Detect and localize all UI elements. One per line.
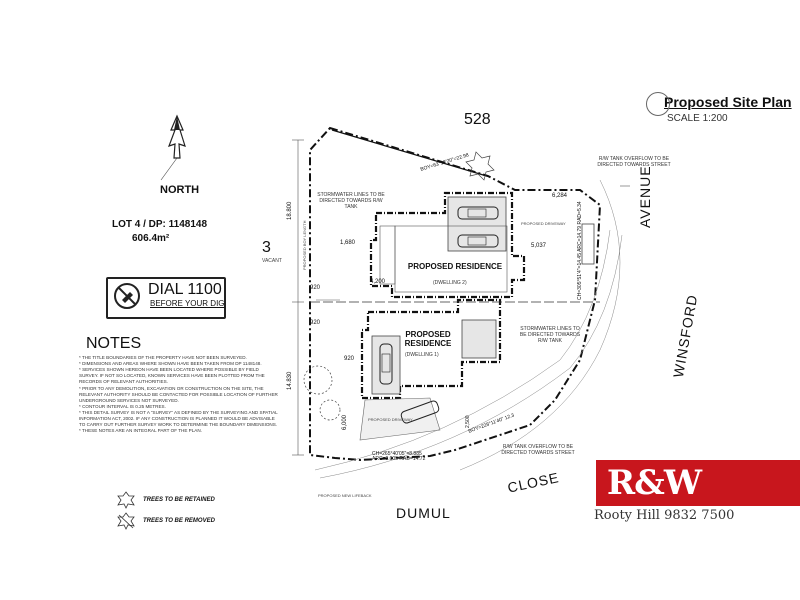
arc-bottom: CH=265°40'05"=8.885 ARC=9.005 RAD=14.72	[372, 451, 426, 462]
proposed-driveway-label-2: PROPOSED DRIVEWAY	[368, 417, 413, 422]
dim-920-c: 920	[344, 356, 355, 362]
overflow-note-bottom: R/W TANK OVERFLOW TO BE DIRECTED TOWARDS…	[501, 444, 575, 456]
car-icon	[457, 234, 499, 248]
title-circle-icon	[646, 92, 670, 116]
dimension-lines	[292, 139, 630, 456]
no-dig-icon	[114, 283, 140, 309]
legend-removed: TREES TO BE REMOVED	[143, 518, 215, 524]
neighbour-lot-3: 3	[262, 239, 271, 256]
note-item: * DIMENSIONS AND AREAS WHERE SHOWN HAVE …	[79, 361, 262, 367]
side-dim-top: 18.800	[287, 201, 293, 220]
dwelling-2-label: PROPOSED RESIDENCE	[407, 262, 503, 271]
stormwater-note-mid: STORMWATER LINES TO BE DIRECTED TOWARDS …	[519, 326, 581, 344]
dim-6000: 6,000	[342, 414, 348, 430]
proposed-lifeback-label: PROPOSED NEW LIFEBACK	[318, 493, 372, 498]
notes-heading: NOTES	[86, 335, 142, 352]
note-item: * THESE NOTES ARE AN INTEGRAL PART OF TH…	[79, 428, 202, 434]
scale-label: SCALE 1:200	[667, 113, 728, 124]
dim-1680: 1,680	[340, 240, 356, 246]
dwelling-2-sub: (DWELLING 2)	[433, 280, 467, 286]
dim-5037: 5,037	[531, 243, 547, 249]
lot-area: 606.4m²	[132, 233, 170, 244]
lot-label: LOT 4 / DP: 1148148	[112, 219, 208, 230]
side-dim-bottom: 14.830	[287, 371, 293, 390]
legend-retained: TREES TO BE RETAINED	[143, 497, 215, 503]
property-boundary	[309, 126, 602, 462]
trees	[303, 151, 495, 421]
proposed-driveway-label: PROPOSED DRIVEWAY	[521, 221, 566, 226]
street-avenue: AVENUE	[637, 165, 653, 228]
tree-removed-icon	[117, 512, 135, 530]
street-dumul: DUMUL	[396, 505, 451, 521]
dwelling-2-outline	[369, 191, 526, 299]
overflow-note-top: R/W TANK OVERFLOW TO BE DIRECTED TOWARDS…	[597, 156, 671, 168]
car-icon	[379, 343, 393, 385]
note-item: * CONTOUR INTERVAL IS 0.25 METRES.	[79, 403, 166, 409]
dim-2500: 2,500	[465, 415, 471, 428]
logo-text: R&W	[606, 463, 702, 503]
note-item: * SERVICES SHOWN HEREON HAVE BEEN LOCATE…	[79, 367, 265, 385]
boy-length-label: PROPOSED BOY LENGTH	[302, 220, 307, 271]
north-label: NORTH	[160, 184, 200, 196]
dim-920-a: 920	[310, 285, 321, 291]
page-title: Proposed Site Plan	[664, 94, 792, 110]
title-block: Proposed Site Plan	[646, 92, 792, 116]
car-icon	[457, 206, 499, 220]
note-item: * PRIOR TO ANY DEMOLITION, EXCAVATION OR…	[79, 385, 278, 403]
dwelling-1-label: PROPOSED RESIDENCE	[404, 330, 452, 348]
dial-subtext: BEFORE YOUR DIG	[150, 299, 225, 308]
north-arrow-icon	[160, 114, 186, 181]
tree-retained-icon	[117, 491, 135, 509]
neighbour-lot-3-sub: VACANT	[262, 258, 282, 264]
dial-before-you-dig-box	[106, 277, 226, 319]
dim-4200: 4,200	[370, 279, 386, 285]
brand-contact: Rooty Hill 9832 7500	[594, 508, 735, 523]
contours	[314, 179, 623, 479]
note-item: * THE TITLE BOUNDARIES OF THE PROPERTY H…	[79, 355, 247, 360]
dwelling-1-sub: (DWELLING 1)	[405, 352, 439, 358]
neighbour-lot-528: 528	[464, 111, 491, 128]
car-icon	[400, 400, 440, 424]
arc-right: CH=305°51'4"=14.45 ARC=14.79 RAD=5.34	[577, 201, 583, 300]
note-item: * THIS DETAIL SURVEY IS NOT A "SURVEY" A…	[79, 409, 278, 427]
notes-list: * THE TITLE BOUNDARIES OF THE PROPERTY H…	[79, 355, 279, 434]
stormwater-note-top: STORMWATER LINES TO BE DIRECTED TOWARDS …	[317, 192, 385, 210]
dial-number: DIAL 1100	[148, 281, 222, 298]
dim-920-b: 920	[310, 320, 321, 326]
dwelling-1-outline	[360, 298, 502, 400]
dim-6284: 6,284	[552, 193, 568, 199]
brand-logo: R&W	[596, 460, 800, 506]
